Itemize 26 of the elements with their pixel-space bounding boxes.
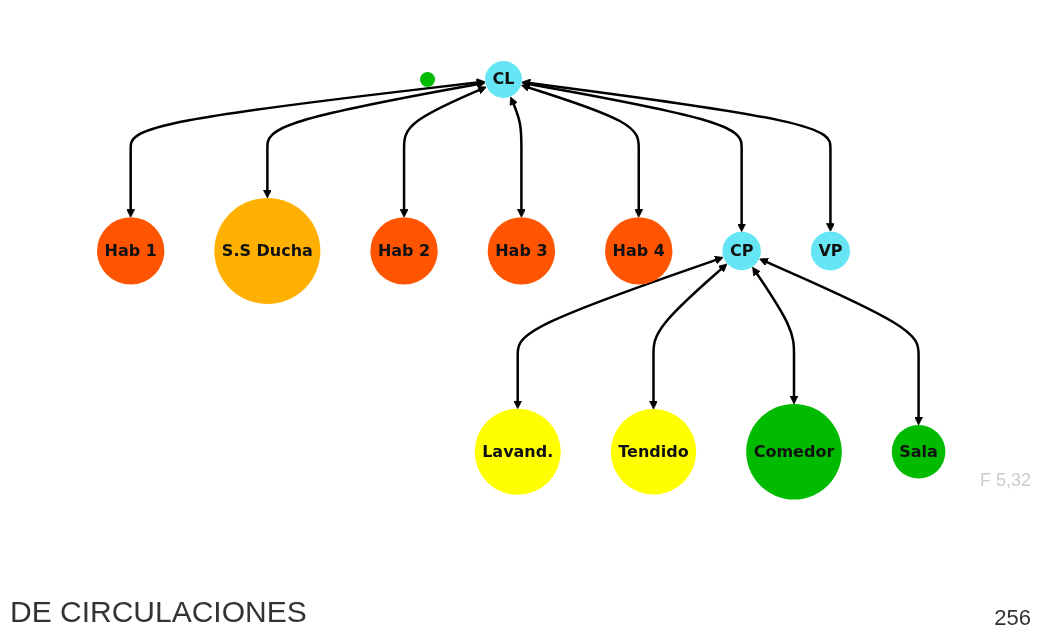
arrow	[521, 79, 747, 232]
arrow	[399, 85, 487, 218]
node-circle: Hab 4	[605, 217, 673, 285]
node-circle: Comedor	[746, 403, 843, 500]
node-circle: VP	[811, 231, 851, 271]
arrow	[522, 78, 836, 232]
node-circle: CP	[722, 231, 762, 270]
arrow	[649, 263, 728, 410]
node-circle: Hab 1	[97, 217, 165, 285]
node-circle: Hab 3	[488, 217, 556, 285]
arrow	[263, 79, 486, 199]
node-circle: S.S Ducha	[214, 197, 321, 304]
node-circle: Sala	[892, 424, 946, 479]
arrow	[509, 96, 527, 218]
node-circle	[420, 71, 436, 87]
node-circle: CL	[485, 60, 523, 98]
node-circle: Hab 2	[370, 217, 439, 285]
page-number: 256	[994, 605, 1031, 631]
arrow	[759, 257, 924, 426]
arrow	[513, 255, 724, 409]
arrow	[752, 266, 799, 405]
title-text: DE CIRCULACIONES	[10, 595, 307, 629]
arrow	[126, 77, 486, 218]
arrow	[521, 83, 644, 218]
node-circle: Tendido	[611, 408, 697, 495]
node-circle: Lavand.	[474, 408, 562, 495]
